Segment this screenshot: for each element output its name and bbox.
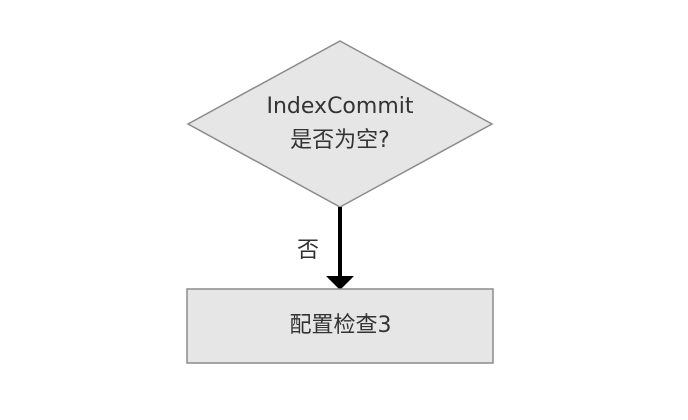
- decision-label: IndexCommit 是否为空?: [190, 90, 490, 158]
- process-label: 配置检查3: [289, 313, 392, 338]
- process-box: [186, 288, 494, 364]
- decision-label-line2: 是否为空?: [290, 128, 390, 153]
- arrowhead: [326, 276, 354, 290]
- decision-label-line1: IndexCommit: [266, 94, 414, 119]
- edge-label-no: 否: [296, 238, 319, 263]
